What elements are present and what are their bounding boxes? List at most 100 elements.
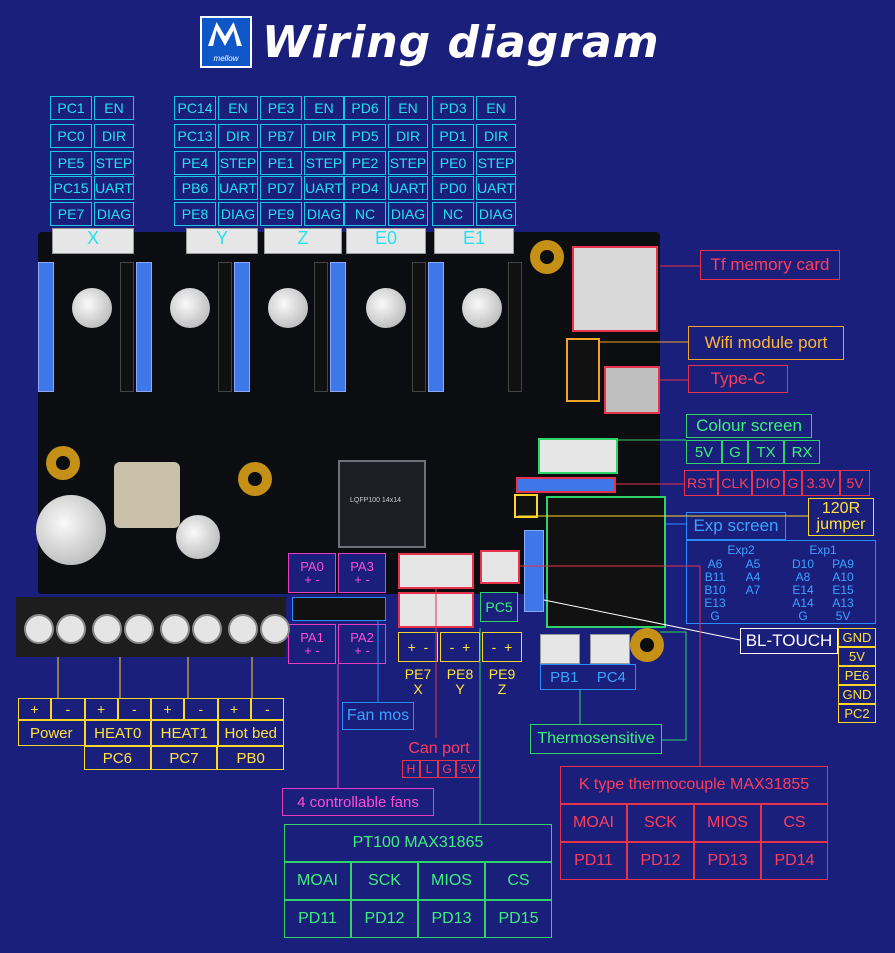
motor-pin-function: DIAG — [476, 202, 516, 226]
motor-pin-function: DIR — [304, 124, 344, 148]
motor-pin-label: PE8 — [174, 202, 216, 226]
pt100-table: PT100 MAX31865 MOAI SCK MIOS CS PD11 PD1… — [284, 824, 552, 938]
pt100-title: PT100 MAX31865 — [284, 824, 552, 862]
driver-z-header-2 — [314, 262, 328, 392]
fan-pa2-polarity: + - — [354, 643, 370, 658]
motor-pin-label: PD7 — [260, 176, 302, 200]
colour-screen-connector — [538, 438, 618, 474]
motor-pin-function: DIAG — [94, 202, 134, 226]
motor-pin-label: PC1 — [50, 96, 92, 120]
ktype-pin: PD14 — [761, 842, 828, 880]
power-sign: - — [250, 698, 284, 720]
motor-pin-function: DIAG — [388, 202, 428, 226]
colour-pin: 5V — [686, 440, 722, 464]
can-pin: L — [420, 760, 438, 778]
fan-pa1-connector: PA1 + - — [288, 624, 336, 664]
motor-pin-function: UART — [94, 176, 134, 200]
motor-pin-label: PE9 — [260, 202, 302, 226]
motor-pin-function: EN — [218, 96, 258, 120]
ktype-pin: PD12 — [627, 842, 694, 880]
pt100-connector — [480, 550, 520, 584]
mounting-hole — [630, 628, 664, 662]
heat0-pin: PC6 — [84, 746, 151, 770]
motor-pin-label: NC — [432, 202, 474, 226]
bltouch-pin: GND — [838, 685, 876, 704]
colour-pin: RX — [784, 440, 820, 464]
motor-z-connector — [264, 228, 342, 254]
fan-pa2-label: PA2 — [350, 630, 374, 645]
fans-label: 4 controllable fans — [282, 788, 434, 816]
bltouch-pin: 5V — [838, 647, 876, 666]
motor-pin-label: PE4 — [174, 151, 216, 175]
ktype-leader — [520, 565, 701, 766]
motor-pin-function: STEP — [218, 151, 258, 175]
exp1-title: Exp1 — [809, 543, 837, 557]
swd-pin: DIO — [752, 470, 784, 496]
bltouch-pin: PE6 — [838, 666, 876, 685]
screw-terminal — [92, 614, 122, 644]
tf-card-label: Tf memory card — [700, 250, 840, 280]
driver-z-header — [234, 262, 250, 392]
can-pin: G — [438, 760, 456, 778]
motor-pin-label: PE5 — [50, 151, 92, 175]
motor-pin-function: STEP — [388, 151, 428, 175]
motor-pin-label: PB6 — [174, 176, 216, 200]
power-table: + - + - + - + - Power HEAT0 HEAT1 Hot be… — [18, 698, 285, 770]
typec-label: Type-C — [688, 365, 788, 393]
pt100-pin: PD15 — [485, 900, 552, 938]
can-port-label: Can port — [402, 738, 476, 760]
motor-pin-label: PD0 — [432, 176, 474, 200]
pc4-connector — [590, 634, 630, 664]
driver-e1-header-2 — [508, 262, 522, 392]
motor-pin-label: PD3 — [432, 96, 474, 120]
fan-pa0-connector: PA0 + - — [288, 553, 336, 593]
motor-pin-label: NC — [344, 202, 386, 226]
capacitor — [72, 288, 112, 328]
motor-pin-function: DIAG — [304, 202, 344, 226]
power-sign: + — [151, 698, 185, 720]
fan-mos-header — [292, 597, 386, 621]
fan-pa0-polarity: + - — [304, 572, 320, 587]
main-capacitor — [36, 495, 106, 565]
ktype-header: CS — [761, 804, 828, 842]
power-sign: - — [184, 698, 218, 720]
motor-pin-function: DIAG — [218, 202, 258, 226]
hotbed-name: Hot bed — [217, 720, 284, 746]
power-terminal-block — [16, 597, 290, 657]
driver-y-header-2 — [218, 262, 232, 392]
motor-pin-function: UART — [476, 176, 516, 200]
motor-e1-connector — [434, 228, 514, 254]
exp2-title: Exp2 — [727, 543, 755, 557]
screw-terminal — [260, 614, 290, 644]
can-port-connector — [398, 553, 474, 589]
fan-pa3-label: PA3 — [350, 559, 374, 574]
endstop-pe9-connector: - + — [482, 632, 522, 662]
mounting-hole — [530, 240, 564, 274]
power-sign: + — [84, 698, 118, 720]
motor-pin-function: DIR — [94, 124, 134, 148]
screw-terminal — [192, 614, 222, 644]
motor-x-connector — [52, 228, 134, 254]
swd-header — [516, 477, 616, 493]
motor-pin-label: PE3 — [260, 96, 302, 120]
motor-pin-label: PE0 — [432, 151, 474, 175]
motor-y-connector — [186, 228, 258, 254]
swd-pin: CLK — [718, 470, 752, 496]
hotbed-pin: PB0 — [217, 746, 285, 770]
pc5-connector: PC5 — [480, 592, 518, 622]
pt100-header: SCK — [351, 862, 418, 900]
inductor — [114, 462, 180, 528]
wifi-header — [566, 338, 600, 402]
pt100-header: CS — [485, 862, 552, 900]
pt100-pin: PD12 — [351, 900, 418, 938]
screw-terminal — [124, 614, 154, 644]
motor-pin-label: PB7 — [260, 124, 302, 148]
pt100-pin: PD13 — [418, 900, 485, 938]
heat1-name: HEAT1 — [151, 720, 218, 746]
fan-pa0-label: PA0 — [300, 559, 324, 574]
